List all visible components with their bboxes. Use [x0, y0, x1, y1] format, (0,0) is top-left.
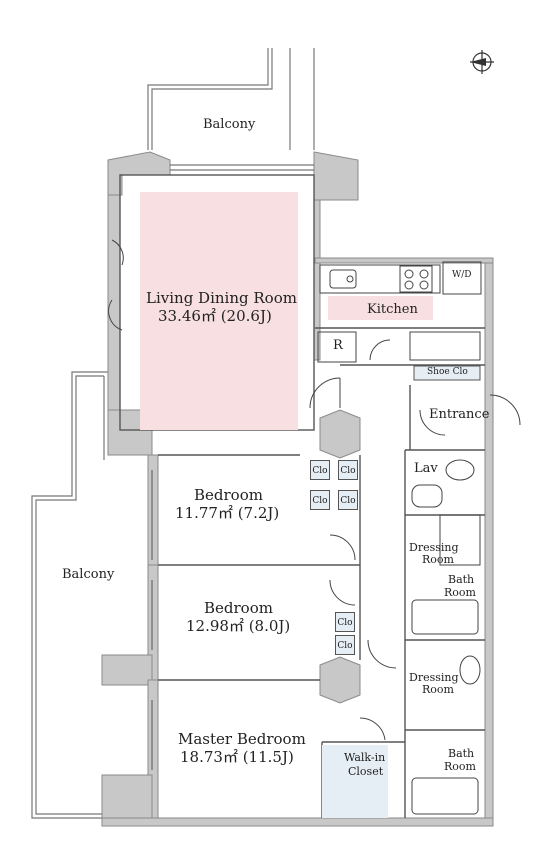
kitchen-fixtures	[317, 261, 482, 363]
kitchen-floor-highlight	[328, 296, 433, 320]
bedroom1-area-label: 11.77㎡ (7.2J)	[175, 504, 280, 522]
shoe-closet-label: Shoe Clo	[427, 367, 468, 377]
dressing-room2-label-2: Room	[422, 683, 454, 696]
balcony-left-outline	[31, 371, 108, 819]
shoe-closet-highlight	[413, 365, 481, 381]
bath-room1-label-2: Room	[444, 586, 476, 599]
bedroom2-area-label: 12.98㎡ (8.0J)	[186, 617, 291, 635]
door-swings	[108, 239, 521, 741]
balcony-top-label: Balcony	[203, 117, 256, 132]
closet-box: Clo	[338, 460, 358, 480]
partitions	[119, 174, 485, 818]
master-bedroom-area-label: 18.73㎡ (11.5J)	[180, 748, 294, 766]
ldr-name-label: Living Dining Room	[146, 289, 297, 307]
closet-box: Clo	[335, 612, 355, 632]
master-bedroom-name-label: Master Bedroom	[178, 730, 306, 748]
walkin-closet-highlight	[322, 745, 388, 818]
ldr-floor-highlight	[140, 192, 298, 430]
balcony-top-outline	[147, 48, 315, 150]
balcony-left-label: Balcony	[62, 567, 115, 582]
ldr-area-label: 33.46㎡ (20.6J)	[158, 307, 272, 325]
bath-room2-label-1: Bath	[448, 747, 475, 760]
walkin-closet-label-1: Walk-in	[344, 751, 386, 764]
lavatory-label: Lav	[414, 461, 438, 476]
bath-room1-label-1: Bath	[448, 573, 475, 586]
walls	[101, 151, 494, 827]
closet-box: Clo	[310, 460, 330, 480]
dressing-room1-label-1: Dressing	[409, 541, 459, 554]
walkin-closet-label-2: Closet	[348, 765, 384, 778]
bedroom2-name-label: Bedroom	[204, 599, 273, 617]
bedroom1-name-label: Bedroom	[194, 486, 263, 504]
bath-room2-label-2: Room	[444, 760, 476, 773]
bath-fixtures	[411, 459, 481, 815]
closet-box: Clo	[338, 490, 358, 510]
washer-dryer-label: W/D	[452, 270, 472, 280]
entrance-label: Entrance	[429, 407, 490, 422]
fridge-label: R	[333, 338, 343, 353]
kitchen-label: Kitchen	[367, 302, 418, 317]
windows	[151, 164, 314, 770]
closet-box: Clo	[335, 635, 355, 655]
closet-box: Clo	[310, 490, 330, 510]
dressing-room1-label-2: Room	[422, 553, 454, 566]
dressing-room2-label-1: Dressing	[409, 671, 459, 684]
north-compass-icon	[470, 50, 494, 74]
